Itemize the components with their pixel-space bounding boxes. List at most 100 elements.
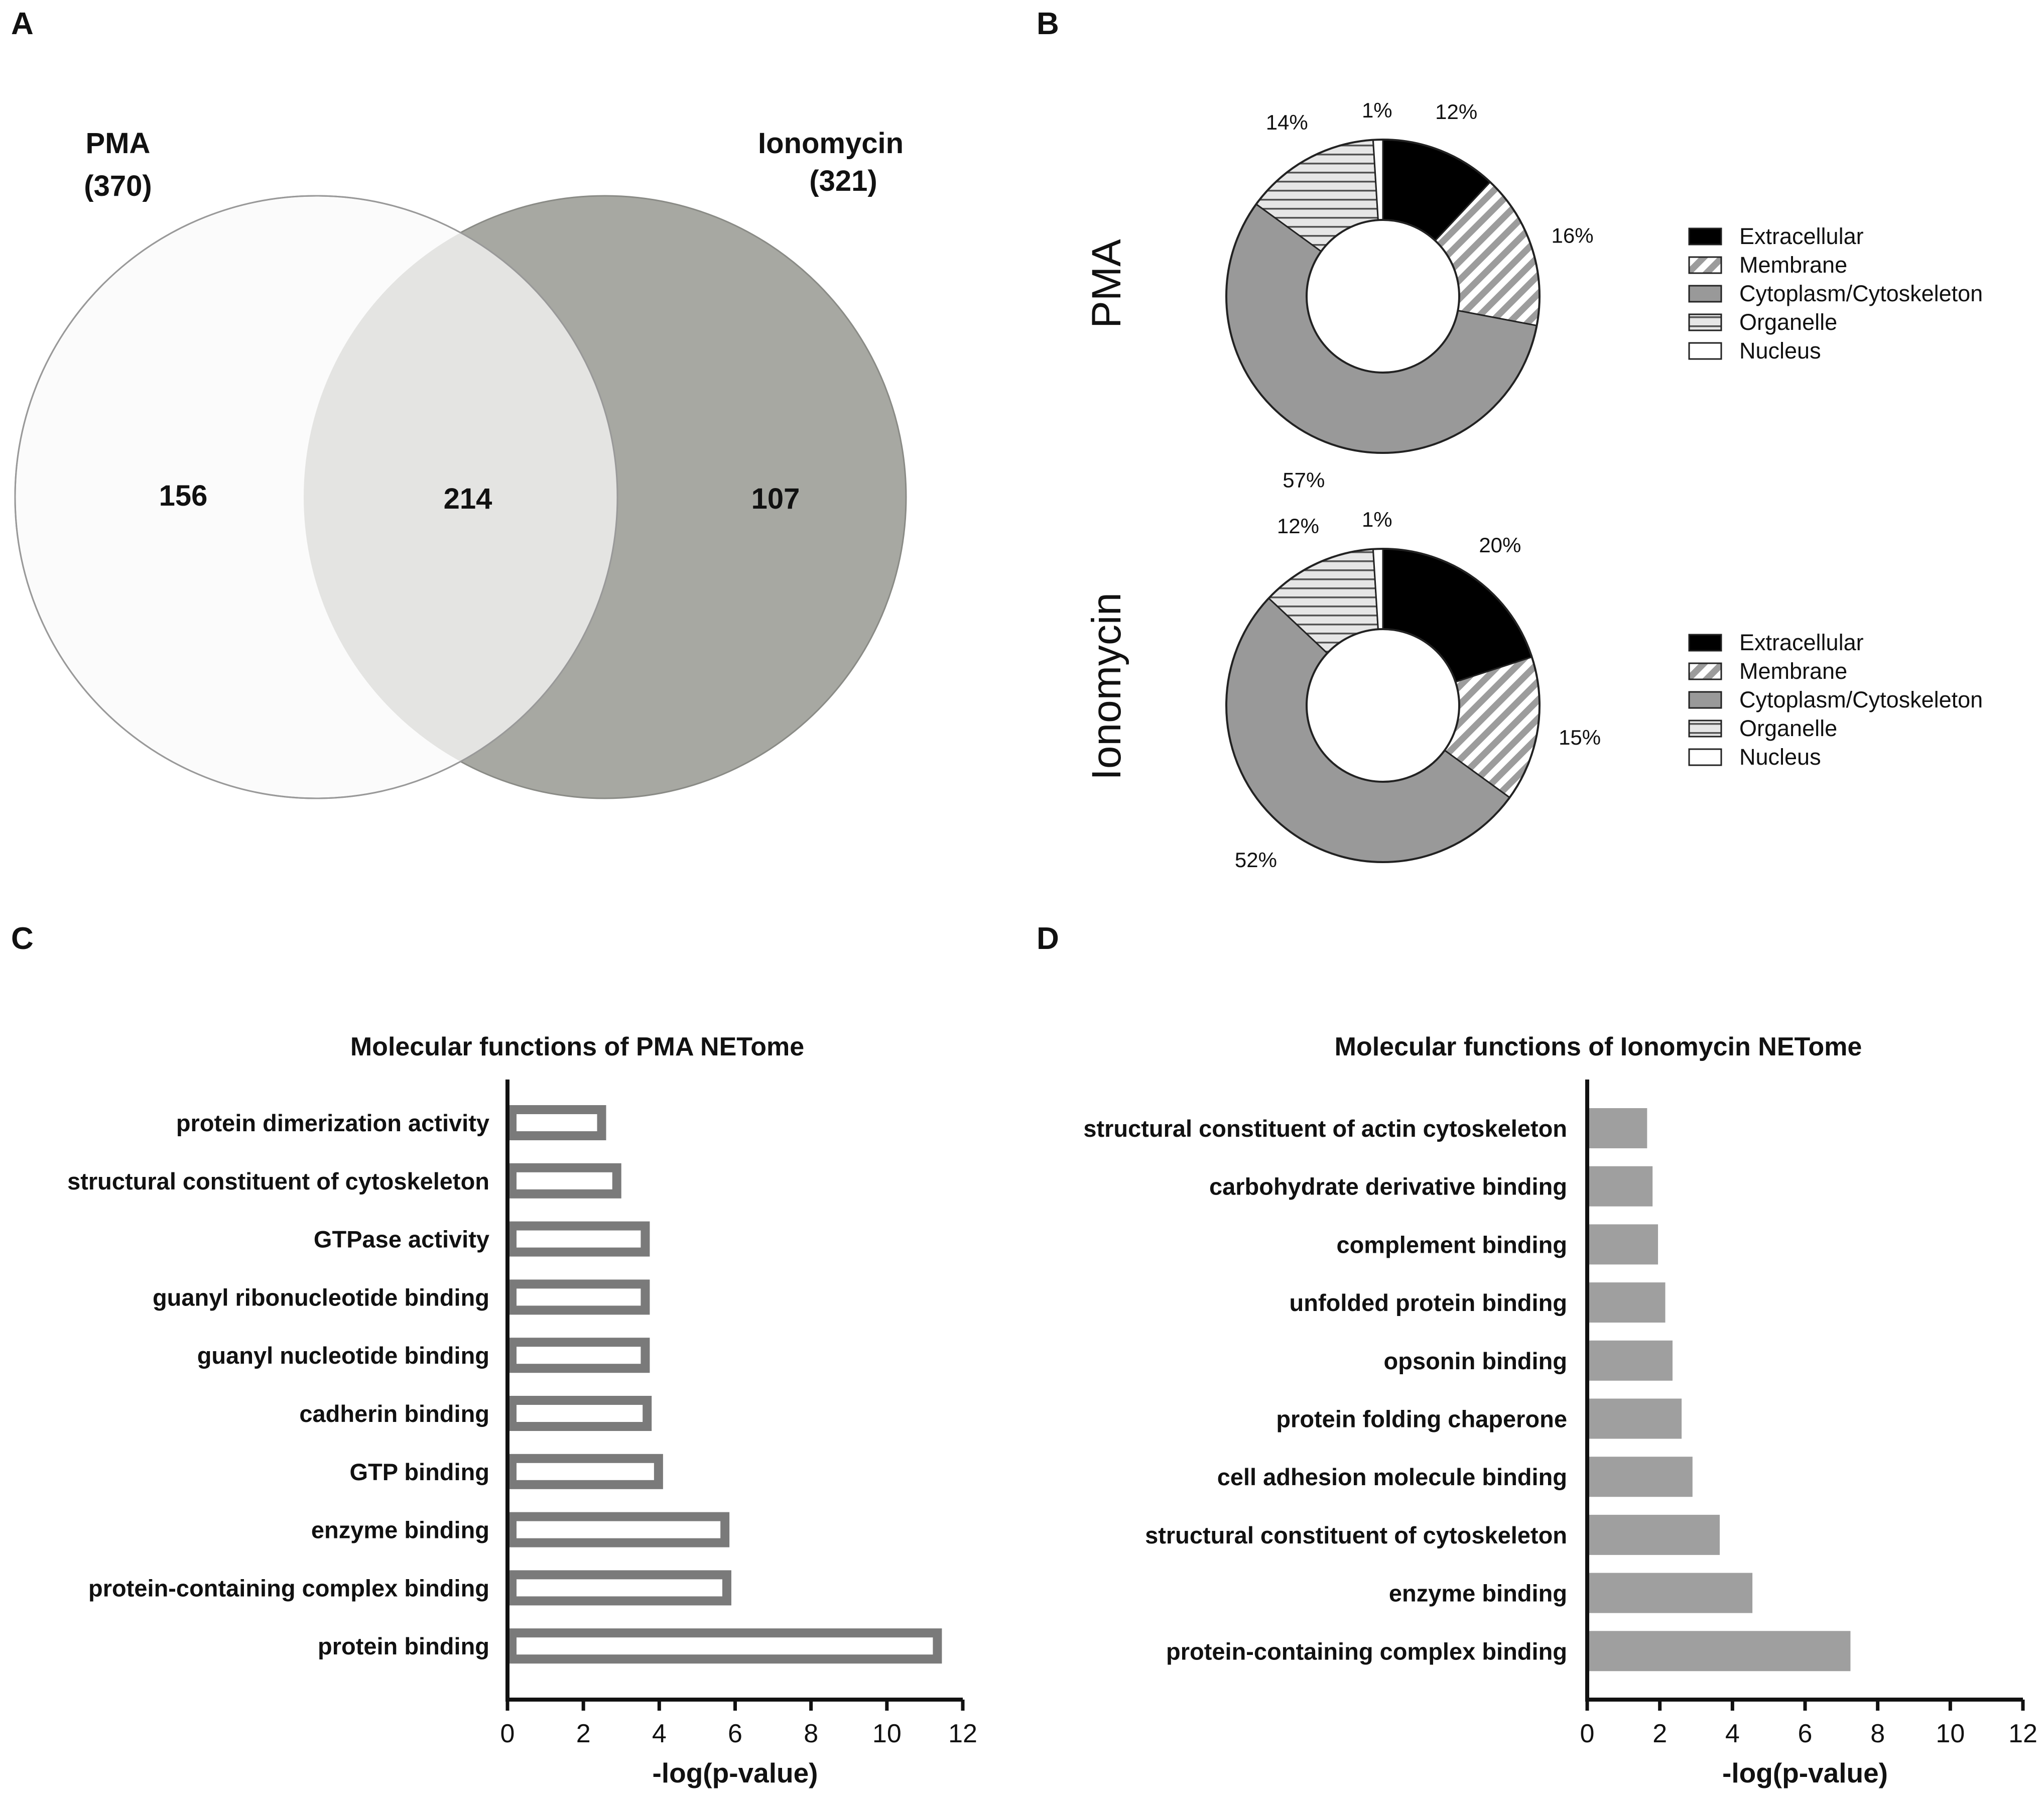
category-label-guanyl-nucleotide-binding: guanyl nucleotide binding <box>197 1342 489 1369</box>
category-label-structural-constituent-of-cytoskeleton: structural constituent of cytoskeleton <box>67 1168 489 1194</box>
category-label-protein-dimerization-activity: protein dimerization activity <box>176 1110 489 1136</box>
bar-protein-containing-complex-binding <box>1587 1631 1851 1671</box>
category-label-gtp-binding: GTP binding <box>350 1459 490 1485</box>
x-tick-label: 10 <box>1936 1719 1965 1748</box>
bar-cadherin-binding <box>507 1396 652 1431</box>
venn-diagram: PMA (370) Ionomycin (321) 156 214 107 <box>14 127 907 799</box>
donut-value-label-membrane: 15% <box>1559 726 1601 749</box>
bar-structural-constituent-of-actin-cytoskeleton <box>1587 1108 1647 1148</box>
x-tick-label: 0 <box>500 1719 515 1748</box>
panel-letter-c: C <box>11 921 34 956</box>
chart-title: Molecular functions of PMA NETome <box>350 1032 804 1061</box>
bar-enzyme-binding <box>507 1512 730 1547</box>
donut-value-label-membrane: 16% <box>1552 223 1594 247</box>
bar-protein-dimerization-activity <box>507 1105 606 1140</box>
donut-chart-pma: 12% 16% 57% 14% 1% PMA <box>1084 98 1594 492</box>
x-tick-label: 2 <box>576 1719 591 1748</box>
category-label-protein-containing-complex-binding: protein-containing complex binding <box>88 1575 489 1601</box>
legend-label-organelle: Organelle <box>1739 309 1837 335</box>
donut-value-label-cytoplasm-cytoskeleton: 52% <box>1235 848 1277 872</box>
legend-swatch-nucleus <box>1688 748 1722 766</box>
venn-ionomycin-only-count: 107 <box>751 483 800 515</box>
x-tick-label: 10 <box>872 1719 902 1748</box>
category-label-cadherin-binding: cadherin binding <box>299 1400 489 1427</box>
panel-letter-a: A <box>11 7 34 41</box>
legend-label-nucleus: Nucleus <box>1739 744 1821 770</box>
bar-chart-pma: Molecular functions of PMA NETome protein… <box>67 1032 977 1788</box>
x-tick-label: 4 <box>1725 1719 1740 1748</box>
donut-value-label-organelle: 12% <box>1277 514 1319 538</box>
bar-protein-folding-chaperone <box>1587 1398 1682 1439</box>
x-tick-label: 8 <box>1870 1719 1885 1748</box>
category-label-gtpase-activity: GTPase activity <box>314 1226 489 1253</box>
venn-overlap <box>304 196 617 798</box>
legend-label-extracellular: Extracellular <box>1739 223 1864 249</box>
legend-swatch-membrane <box>1688 256 1722 274</box>
bar-unfolded-protein-binding <box>1587 1282 1666 1323</box>
legend-swatch-extracellular <box>1688 634 1722 652</box>
category-label-unfolded-protein-binding: unfolded protein binding <box>1290 1289 1567 1316</box>
donut-title-ionomycin: Ionomycin <box>1084 592 1129 780</box>
bar-cell-adhesion-molecule-binding <box>1587 1457 1693 1497</box>
donut-value-label-extracellular: 20% <box>1479 533 1521 557</box>
bar-guanyl-ribonucleotide-binding <box>507 1279 650 1315</box>
bar-structural-constituent-of-cytoskeleton <box>507 1163 621 1199</box>
category-label-enzyme-binding: enzyme binding <box>311 1517 489 1543</box>
legend-swatch-organelle <box>1688 720 1722 738</box>
donut-chart-ionomycin: 20% 15% 52% 12% 1% Ionomycin <box>1084 508 1601 872</box>
category-label-cell-adhesion-molecule-binding: cell adhesion molecule binding <box>1217 1464 1567 1490</box>
legend-label-extracellular: Extracellular <box>1739 630 1864 655</box>
donut-value-label-organelle: 14% <box>1266 110 1308 134</box>
x-tick-label: 12 <box>948 1719 977 1748</box>
legend-swatch-membrane <box>1688 662 1722 680</box>
x-axis-label: -log(p-value) <box>653 1757 818 1788</box>
venn-pma-label: PMA <box>86 127 151 160</box>
legend-label-membrane: Membrane <box>1739 658 1847 684</box>
venn-intersection-count: 214 <box>444 483 492 515</box>
bar-gtpase-activity <box>507 1221 650 1257</box>
category-label-opsonin-binding: opsonin binding <box>1384 1348 1567 1374</box>
category-label-structural-constituent-of-cytoskeleton: structural constituent of cytoskeleton <box>1145 1522 1567 1548</box>
donut-value-label-extracellular: 12% <box>1435 100 1477 124</box>
venn-ionomycin-total: (321) <box>809 165 877 197</box>
bar-carbohydrate-derivative-binding <box>1587 1166 1653 1207</box>
bar-protein-binding <box>507 1628 942 1664</box>
venn-pma-total: (370) <box>84 170 152 202</box>
legend-swatch-nucleus <box>1688 342 1722 360</box>
panel-letter-d: D <box>1037 921 1059 956</box>
bar-guanyl-nucleotide-binding <box>507 1338 650 1373</box>
category-label-complement-binding: complement binding <box>1336 1231 1567 1258</box>
chart-title: Molecular functions of Ionomycin NETome <box>1335 1032 1862 1061</box>
legend-swatch-organelle <box>1688 313 1722 331</box>
legend-swatch-cytoplasm-cytoskeleton <box>1688 691 1722 709</box>
category-label-protein-containing-complex-binding: protein-containing complex binding <box>1166 1638 1567 1664</box>
bar-enzyme-binding <box>1587 1573 1753 1613</box>
x-tick-label: 2 <box>1652 1719 1667 1748</box>
x-axis-label: -log(p-value) <box>1722 1757 1888 1788</box>
bar-opsonin-binding <box>1587 1340 1673 1381</box>
legend-label-nucleus: Nucleus <box>1739 338 1821 364</box>
bar-chart-ionomycin: Molecular functions of Ionomycin NETome s… <box>1083 1032 2037 1788</box>
bar-structural-constituent-of-cytoskeleton <box>1587 1514 1720 1555</box>
legend-label-organelle: Organelle <box>1739 715 1837 741</box>
legend-label-membrane: Membrane <box>1739 252 1847 278</box>
x-tick-label: 8 <box>804 1719 818 1748</box>
category-label-protein-folding-chaperone: protein folding chaperone <box>1276 1406 1567 1432</box>
bar-complement-binding <box>1587 1224 1658 1265</box>
venn-ionomycin-label: Ionomycin <box>758 127 904 160</box>
legend-ionomycin: ExtracellularMembraneCytoplasm/Cytoskele… <box>1688 630 1983 770</box>
donut-value-label-cytoplasm-cytoskeleton: 57% <box>1283 468 1325 492</box>
donut-value-label-nucleus: 1% <box>1362 508 1392 531</box>
donut-value-label-nucleus: 1% <box>1362 98 1392 122</box>
legend-label-cytoplasm-cytoskeleton: Cytoplasm/Cytoskeleton <box>1739 687 1983 712</box>
category-label-enzyme-binding: enzyme binding <box>1389 1580 1567 1607</box>
legend-swatch-cytoplasm-cytoskeleton <box>1688 285 1722 303</box>
legend-label-cytoplasm-cytoskeleton: Cytoplasm/Cytoskeleton <box>1739 281 1983 306</box>
donut-title-pma: PMA <box>1084 239 1129 328</box>
category-label-guanyl-ribonucleotide-binding: guanyl ribonucleotide binding <box>153 1284 489 1310</box>
x-tick-label: 12 <box>2008 1719 2037 1748</box>
panel-letter-b: B <box>1037 7 1059 41</box>
category-label-protein-binding: protein binding <box>318 1633 489 1659</box>
category-label-structural-constituent-of-actin-cytoskeleton: structural constituent of actin cytoskel… <box>1083 1115 1567 1142</box>
